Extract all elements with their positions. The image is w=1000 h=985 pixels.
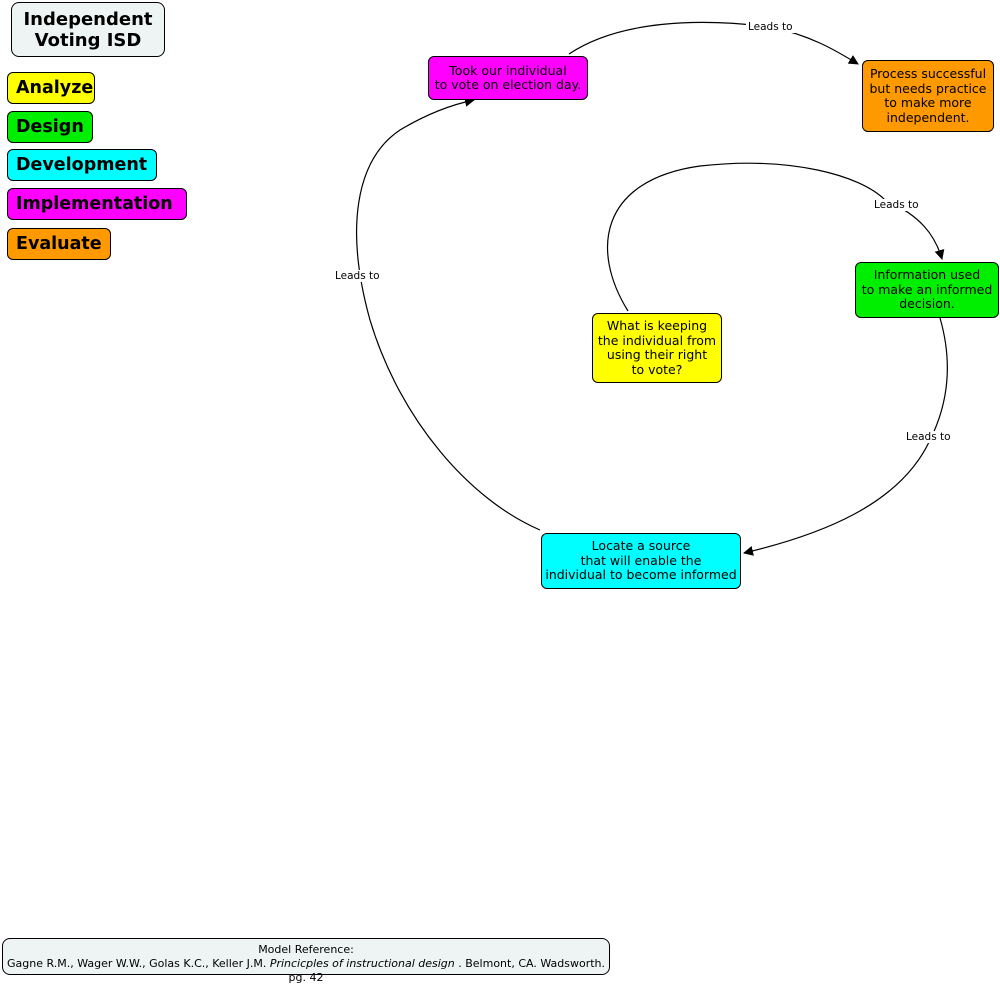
model-reference: Model Reference: Gagne R.M., Wager W.W.,… — [2, 938, 610, 984]
link-keeping-to-info — [607, 162, 945, 312]
legend-evaluate: Evaluate — [7, 228, 111, 260]
map-title: Independent Voting ISD — [11, 2, 165, 57]
legend-development: Development — [7, 149, 157, 181]
link-label-locate-took: Leads to — [333, 270, 382, 282]
reference-heading: Model Reference: — [258, 943, 354, 956]
node-what-is-keeping: What is keeping the individual from usin… — [592, 313, 722, 383]
node-locate-source: Locate a source that will enable the ind… — [541, 533, 741, 589]
node-information-used: Information used to make an informed dec… — [855, 262, 999, 318]
node-process-successful: Process successful but needs practice to… — [862, 60, 994, 132]
link-info-to-locate — [743, 317, 949, 556]
link-label-keeping-info: Leads to — [872, 199, 921, 211]
link-took-to-process — [568, 21, 859, 65]
reference-citation: Gagne R.M., Wager W.W., Golas K.C., Kell… — [6, 957, 605, 984]
legend-implementation: Implementation — [7, 188, 187, 220]
link-locate-to-took — [356, 96, 541, 531]
legend-analyze: Analyze — [7, 72, 95, 104]
link-label-took-process: Leads to — [746, 21, 795, 33]
node-took-to-vote: Took our individual to vote on election … — [428, 56, 588, 100]
legend-design: Design — [7, 111, 93, 143]
link-label-info-locate: Leads to — [904, 431, 953, 443]
reference-book-title: Princicples of instructional design — [269, 957, 455, 970]
